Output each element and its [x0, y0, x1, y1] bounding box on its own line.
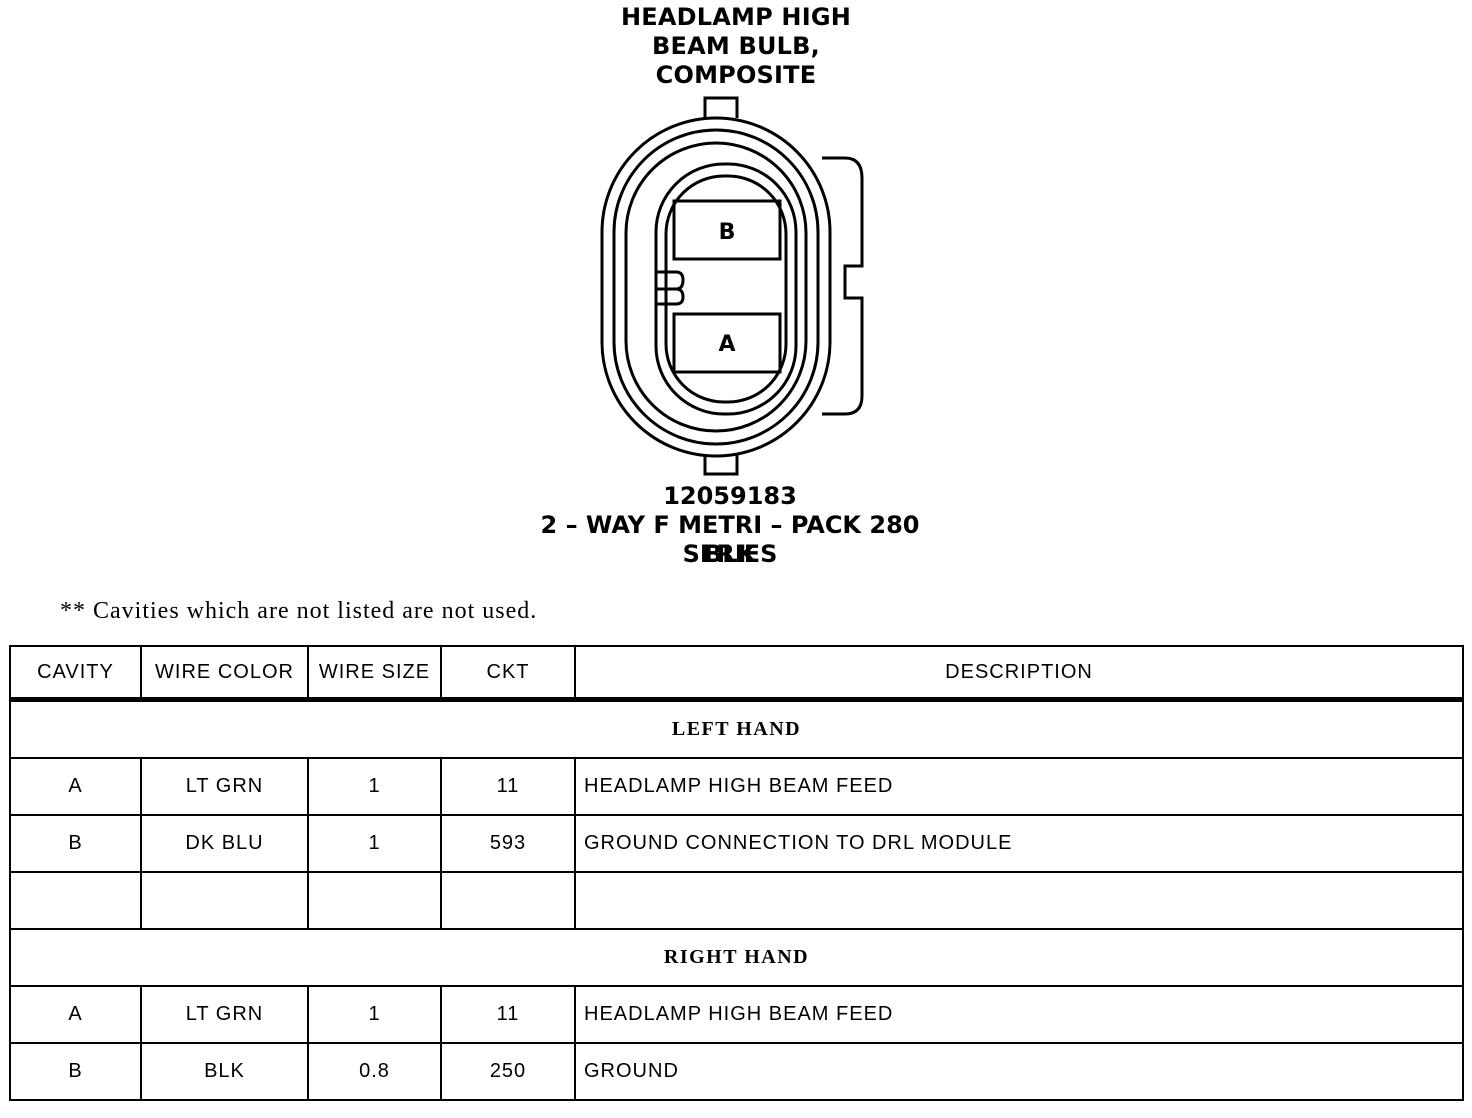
cell-cavity: A — [9, 985, 142, 1044]
section-row: LEFT HAND — [9, 698, 1464, 759]
cell-description: GROUND — [574, 1042, 1464, 1101]
connector-face — [664, 174, 788, 404]
cell-ckt: 11 — [440, 985, 576, 1044]
connector-shell-outer — [600, 116, 832, 458]
connector-polarization-rib — [656, 270, 685, 291]
cell-wire-color: BLK — [140, 1042, 309, 1101]
cell-ckt: 250 — [440, 1042, 576, 1101]
table-row: B DK BLU 1 593 GROUND CONNECTION TO DRL … — [9, 814, 1464, 873]
connector-shell-ring — [612, 128, 820, 446]
cell-ckt: 11 — [440, 757, 576, 816]
section-right-hand: RIGHT HAND — [9, 928, 1464, 987]
pinout-table: CAVITY WIRE COLOR WIRE SIZE CKT DESCRIPT… — [9, 645, 1464, 1101]
cell-ckt — [440, 871, 576, 930]
cell-cavity: B — [9, 814, 142, 873]
cell-cavity — [9, 871, 142, 930]
section-left-hand: LEFT HAND — [9, 698, 1464, 759]
header-description: DESCRIPTION — [574, 645, 1464, 702]
cell-wire-color: DK BLU — [140, 814, 309, 873]
part-number: 12059183 — [663, 482, 797, 510]
cell-description: HEADLAMP HIGH BEAM FEED — [574, 985, 1464, 1044]
header-ckt: CKT — [440, 645, 576, 702]
cell-description: HEADLAMP HIGH BEAM FEED — [574, 757, 1464, 816]
connector-title-line: BEAM BULB, — [652, 32, 820, 60]
cell-cavity: B — [9, 1042, 142, 1101]
connector-series: 2 – WAY F METRI – PACK 280 SERIES — [540, 511, 920, 568]
header-wire-color: WIRE COLOR — [140, 645, 309, 702]
cell-wire-size: 1 — [307, 757, 442, 816]
header-cavity: CAVITY — [9, 645, 142, 702]
cavity-a-label: A — [718, 332, 735, 357]
table-row: A LT GRN 1 11 HEADLAMP HIGH BEAM FEED — [9, 985, 1464, 1044]
table-row — [9, 871, 1464, 930]
unused-cavities-note: ** Cavities which are not listed are not… — [60, 598, 538, 624]
connector-top-key — [703, 96, 739, 118]
cell-cavity: A — [9, 757, 142, 816]
cell-ckt: 593 — [440, 814, 576, 873]
connector-part-info: 12059183 2 – WAY F METRI – PACK 280 SERI… — [500, 482, 960, 569]
cavity-b-label: B — [719, 220, 736, 245]
cell-description — [574, 871, 1464, 930]
cavity-b-terminal — [672, 199, 782, 261]
connector-title-line: COMPOSITE — [655, 61, 817, 89]
cell-wire-color: LT GRN — [140, 757, 309, 816]
header-wire-size: WIRE SIZE — [307, 645, 442, 702]
cavity-a-terminal — [672, 312, 782, 374]
cell-wire-size: 0.8 — [307, 1042, 442, 1101]
table-row: A LT GRN 1 11 HEADLAMP HIGH BEAM FEED — [9, 757, 1464, 816]
cell-wire-size: 1 — [307, 985, 442, 1044]
connector-bottom-key — [703, 455, 739, 476]
section-row: RIGHT HAND — [9, 928, 1464, 987]
cell-wire-size: 1 — [307, 814, 442, 873]
cell-description: GROUND CONNECTION TO DRL MODULE — [574, 814, 1464, 873]
table-row: B BLK 0.8 250 GROUND — [9, 1042, 1464, 1101]
connector-title: HEADLAMP HIGH BEAM BULB, COMPOSITE — [536, 3, 936, 90]
table-header-row: CAVITY WIRE COLOR WIRE SIZE CKT DESCRIPT… — [9, 645, 1464, 702]
connector-latch — [822, 156, 864, 416]
connector-face-diagram: B A — [600, 96, 864, 476]
cell-wire-color: LT GRN — [140, 985, 309, 1044]
connector-title-line: HEADLAMP HIGH — [620, 3, 852, 31]
cell-wire-color — [140, 871, 309, 930]
connector-shell-ring — [624, 141, 808, 433]
cell-wire-size — [307, 871, 442, 930]
connector-color: BLK — [703, 540, 757, 568]
